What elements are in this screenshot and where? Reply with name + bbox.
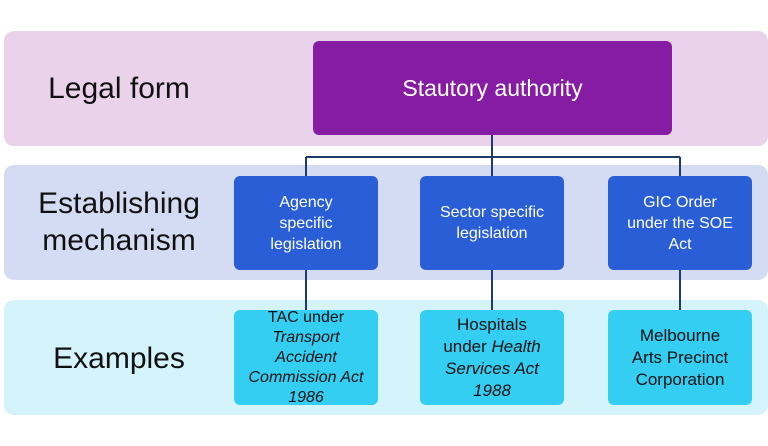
example-2-line-2: under Health	[443, 336, 540, 358]
statutory-authority-label: Stautory authority	[402, 74, 583, 101]
row-label-establishing-mechanism: Establishing mechanism	[14, 185, 224, 259]
row-label-examples: Examples	[53, 342, 185, 375]
mechanism-1-line-3: legislation	[270, 235, 342, 253]
example-1-line-1: TAC under	[267, 308, 345, 326]
mechanism-1-line-2: specific	[279, 214, 333, 232]
example-1-line-4: Commission Act	[248, 368, 364, 386]
mechanism-3-line-3: Act	[668, 235, 692, 253]
example-2-line-3: Services Act	[445, 358, 539, 378]
example-2-line-1: Hospitals	[457, 314, 527, 334]
mechanism-1-line-1: Agency	[279, 193, 333, 211]
example-node-hospitals: Hospitals under Health Services Act 1988	[420, 310, 564, 405]
example-1-line-2: Transport	[272, 328, 340, 346]
row-label-legal-form: Legal form	[48, 72, 190, 105]
example-2-line-2-italic: Health	[491, 336, 541, 356]
example-2-line-2-plain: under	[443, 336, 487, 356]
statutory-authority-node: Stautory authority	[313, 41, 672, 135]
example-3-line-1: Melbourne	[639, 325, 721, 345]
mechanism-node-agency-specific: Agency specific legislation	[234, 176, 378, 270]
mechanism-3-line-1: GIC Order	[643, 193, 717, 211]
row-label-establishing-line2: mechanism	[42, 224, 196, 257]
example-1-line-3: Accident	[275, 348, 337, 366]
example-node-tac: TAC under Transport Accident Commission …	[234, 308, 378, 406]
example-3-line-2: Arts Precinct	[631, 347, 729, 367]
example-2-line-4: 1988	[473, 380, 511, 400]
mechanism-3-line-2: under the SOE	[627, 214, 733, 232]
mechanism-node-sector-specific: Sector specific legislation	[420, 176, 564, 270]
example-node-melbourne-arts: Melbourne Arts Precinct Corporation	[608, 310, 752, 405]
mechanism-2-line-1: Sector specific	[439, 204, 545, 221]
example-1-line-5: 1986	[288, 388, 324, 406]
row-label-establishing-line1: Establishing	[38, 187, 200, 220]
mechanism-node-gic-order: GIC Order under the SOE Act	[608, 176, 752, 270]
mechanism-2-line-2: legislation	[456, 225, 528, 242]
example-3-line-3: Corporation	[635, 369, 725, 389]
